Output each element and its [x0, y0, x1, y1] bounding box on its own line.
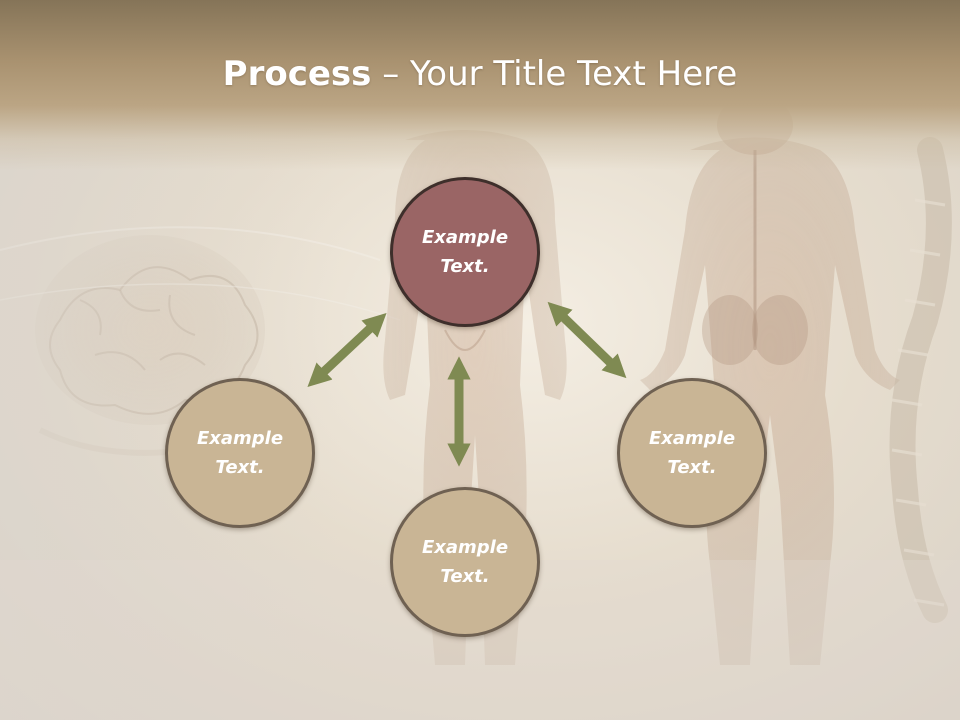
title-rest-part: Your Title Text Here [410, 54, 738, 94]
title-separator: – [371, 54, 411, 94]
arrow-top-right [547, 301, 627, 379]
process-node-top-label: Example Text. [421, 227, 509, 277]
process-node-top: Example Text. [390, 177, 540, 327]
process-node-bottom: Example Text. [390, 487, 540, 637]
process-node-left-label: Example Text. [196, 428, 284, 478]
process-node-right: Example Text. [617, 378, 767, 528]
process-node-bottom-label: Example Text. [421, 537, 509, 587]
spine-decoration [889, 137, 952, 623]
slide-title: Process – Your Title Text Here [0, 52, 960, 96]
title-bold-part: Process [222, 54, 372, 94]
process-node-left: Example Text. [165, 378, 315, 528]
arrow-top-left [307, 313, 387, 387]
process-node-right-label: Example Text. [648, 428, 736, 478]
title-band [0, 0, 960, 170]
